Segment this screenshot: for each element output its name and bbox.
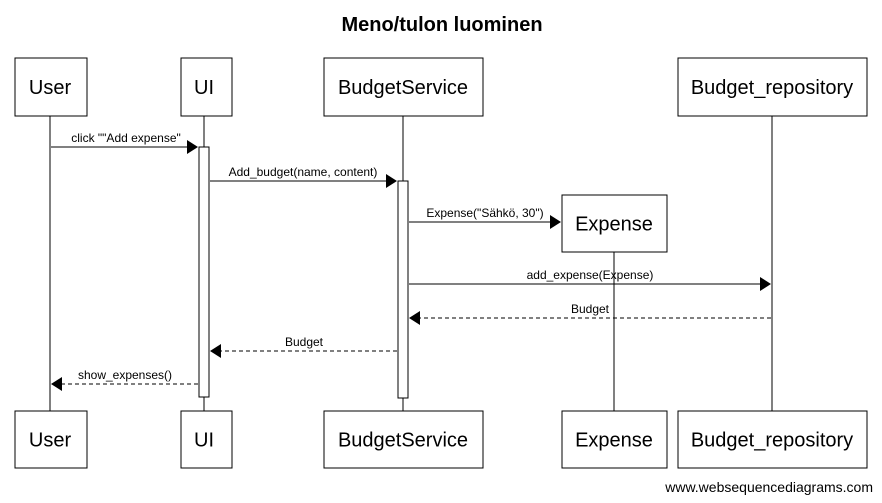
participant-box-bottom-ui [180,410,233,469]
diagram-title: Meno/tulon luominen [341,14,542,36]
participant-box-bottom-service [323,410,484,469]
message-label-7: show_expenses() [78,368,172,382]
participant-box-top-user [14,57,88,117]
message-arrowhead-4 [760,277,771,291]
participant-box-top-service [323,57,484,117]
activation-bars [198,146,409,399]
activation-bar-ui [198,146,210,398]
participant-label-bottom-ui: UI [194,430,214,452]
message-label-4: add_expense(Expense) [527,268,654,282]
participant-label-bottom-repo: Budget_repository [691,430,853,452]
participant-label-top-service: BudgetService [338,77,468,99]
participant-label-bottom-user: User [29,430,72,452]
participant-label-top-expense: Expense [575,214,653,236]
participant-boxes: UserUserUIUIBudgetServiceBudgetServiceEx… [14,57,868,469]
message-label-1: click ""Add expense" [71,131,181,145]
participant-label-top-user: User [29,77,72,99]
participant-box-bottom-repo [677,410,868,469]
message-arrowhead-2 [386,174,397,188]
message-arrowhead-6 [210,344,221,358]
participant-label-bottom-expense: Expense [575,430,653,452]
participant-box-top-repo [677,57,868,117]
message-arrowhead-1 [187,140,198,154]
participant-box-top-expense [561,194,668,253]
messages: click ""Add expense" Add_budget(name, con… [51,131,771,391]
message-label-5: Budget [571,302,610,316]
participant-label-bottom-service: BudgetService [338,430,468,452]
participant-box-bottom-expense [561,410,668,469]
participant-box-bottom-user [14,410,88,469]
footer-credit: www.websequencediagrams.com [664,479,873,495]
message-label-2: Add_budget(name, content) [229,165,378,179]
participant-label-top-ui: UI [194,77,214,99]
activation-bar-service [397,180,409,399]
message-label-6: Budget [285,335,324,349]
message-arrowhead-3 [550,215,561,229]
lifelines [49,116,773,411]
message-label-3: Expense("Sähkö, 30") [426,206,543,220]
message-arrowhead-5 [409,311,420,325]
participant-label-top-repo: Budget_repository [691,77,853,99]
message-arrowhead-7 [51,377,62,391]
participant-box-top-ui [180,57,233,117]
